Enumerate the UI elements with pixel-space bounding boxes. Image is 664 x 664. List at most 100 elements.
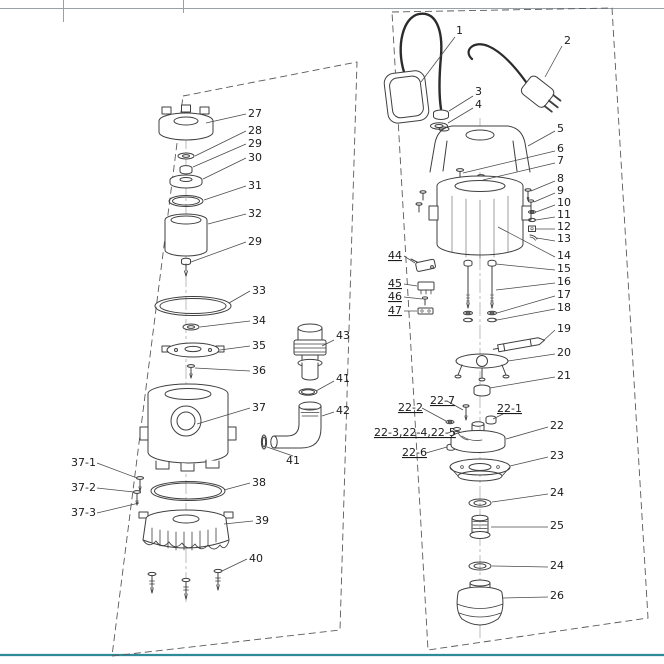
part-3 bbox=[433, 109, 449, 120]
part-2-power-plug bbox=[467, 43, 562, 113]
part-label-14: 14 bbox=[557, 249, 571, 262]
part-label-11: 11 bbox=[557, 208, 571, 221]
part-21-bushing bbox=[473, 384, 491, 397]
part-label-31: 31 bbox=[248, 179, 262, 192]
leader-line-2 bbox=[544, 45, 563, 78]
leader-line-24 bbox=[491, 565, 549, 568]
part-label-6: 6 bbox=[557, 142, 564, 155]
part-fasteners-left bbox=[415, 190, 427, 213]
part-label-26: 26 bbox=[550, 589, 564, 602]
leader-line-43 bbox=[321, 339, 335, 347]
leader-line-22-6 bbox=[425, 446, 448, 454]
part-32 bbox=[164, 213, 208, 257]
part-label-33: 33 bbox=[252, 284, 266, 297]
leader-line-4 bbox=[447, 107, 474, 124]
leader-line-7 bbox=[482, 162, 556, 181]
part-label-27: 27 bbox=[248, 107, 262, 120]
leader-line-22-1 bbox=[492, 413, 504, 420]
part-30 bbox=[169, 174, 203, 189]
leader-line-22 bbox=[505, 426, 549, 440]
callouts: 2728293031322933343536374341424138394037… bbox=[71, 24, 571, 602]
leader-line-37-3 bbox=[96, 502, 140, 514]
part-label-7: 7 bbox=[557, 154, 564, 167]
part-label-37-1: 37-1 bbox=[71, 456, 96, 469]
leader-line-46 bbox=[403, 296, 423, 300]
part-26-bottom-cap bbox=[456, 579, 504, 626]
leader-line-33 bbox=[228, 290, 251, 304]
part-label-41: 41 bbox=[286, 454, 300, 467]
part-label-37-2: 37-2 bbox=[71, 481, 96, 494]
leader-line-22-2 bbox=[421, 407, 447, 422]
part-label-41: 41 bbox=[336, 372, 350, 385]
leader-line-30 bbox=[202, 157, 247, 180]
leader-line-16 bbox=[495, 282, 556, 291]
part-label-24: 24 bbox=[550, 559, 564, 572]
part-label-43: 43 bbox=[336, 329, 350, 342]
part-46 bbox=[421, 296, 429, 306]
part-36 bbox=[187, 364, 195, 379]
part-label-29: 29 bbox=[248, 137, 262, 150]
leader-line-20 bbox=[507, 353, 556, 362]
parts-layer bbox=[133, 12, 562, 626]
leader-line-31 bbox=[203, 185, 247, 201]
leader-line-41 bbox=[266, 446, 294, 457]
part-label-13: 13 bbox=[557, 232, 571, 245]
sheet-frame bbox=[0, 0, 664, 22]
part-label-37: 37 bbox=[252, 401, 266, 414]
assembly-boundaries bbox=[111, 7, 649, 657]
part-label-22-6: 22-6 bbox=[402, 446, 427, 459]
leader-line-36 bbox=[194, 367, 251, 372]
leader-line-37-2 bbox=[96, 487, 135, 493]
part-37 bbox=[139, 383, 237, 472]
part-label-22: 22 bbox=[550, 419, 564, 432]
part-31 bbox=[168, 195, 204, 207]
leader-line-40 bbox=[221, 558, 248, 572]
part-37-1-screws bbox=[133, 476, 144, 506]
part-13-pin bbox=[529, 234, 538, 241]
part-label-17: 17 bbox=[557, 288, 571, 301]
part-label-37-3: 37-3 bbox=[71, 506, 96, 519]
leader-line-3 bbox=[448, 95, 474, 112]
part-label-21: 21 bbox=[557, 369, 571, 382]
right-assembly-boundary bbox=[391, 7, 649, 651]
part-label-30: 30 bbox=[248, 151, 262, 164]
leader-line-44 bbox=[403, 255, 416, 264]
part-label-25: 25 bbox=[550, 519, 564, 532]
leader-line-14 bbox=[497, 226, 556, 258]
part-10-washer bbox=[528, 210, 536, 214]
part-label-24: 24 bbox=[550, 486, 564, 499]
leader-line-41 bbox=[315, 380, 335, 392]
part-label-1: 1 bbox=[456, 24, 463, 37]
leader-line-24 bbox=[491, 493, 549, 503]
leader-line-17 bbox=[496, 295, 556, 314]
leader-line-26 bbox=[502, 596, 549, 599]
leader-line-11 bbox=[535, 216, 556, 221]
leader-line-27 bbox=[205, 113, 247, 124]
part-label-9: 9 bbox=[557, 184, 564, 197]
part-11-spring-washer bbox=[528, 217, 536, 223]
part-35 bbox=[161, 342, 225, 358]
part-label-20: 20 bbox=[557, 346, 571, 359]
part-label-23: 23 bbox=[550, 449, 564, 462]
part-44 bbox=[410, 258, 436, 272]
part-27 bbox=[158, 104, 214, 141]
part-5-top-cover bbox=[429, 125, 531, 173]
part-label-28: 28 bbox=[248, 124, 262, 137]
part-label-22-7: 22-7 bbox=[430, 394, 455, 407]
leader-line-8 bbox=[530, 180, 556, 192]
part-43 bbox=[293, 323, 327, 381]
part-42 bbox=[270, 401, 322, 449]
leader-line-6 bbox=[462, 150, 556, 174]
part-label-38: 38 bbox=[252, 476, 266, 489]
part-1-float-switch bbox=[383, 12, 443, 124]
part-label-3: 3 bbox=[475, 85, 482, 98]
part-label-40: 40 bbox=[249, 552, 263, 565]
part-label-8: 8 bbox=[557, 172, 564, 185]
part-label-46: 46 bbox=[388, 290, 402, 303]
part-label-29: 29 bbox=[248, 235, 262, 248]
part-label-22-1: 22-1 bbox=[497, 402, 522, 415]
leader-line-45 bbox=[403, 283, 418, 287]
leader-line-5 bbox=[527, 130, 556, 147]
leader-line-13 bbox=[536, 237, 556, 242]
part-label-16: 16 bbox=[557, 275, 571, 288]
